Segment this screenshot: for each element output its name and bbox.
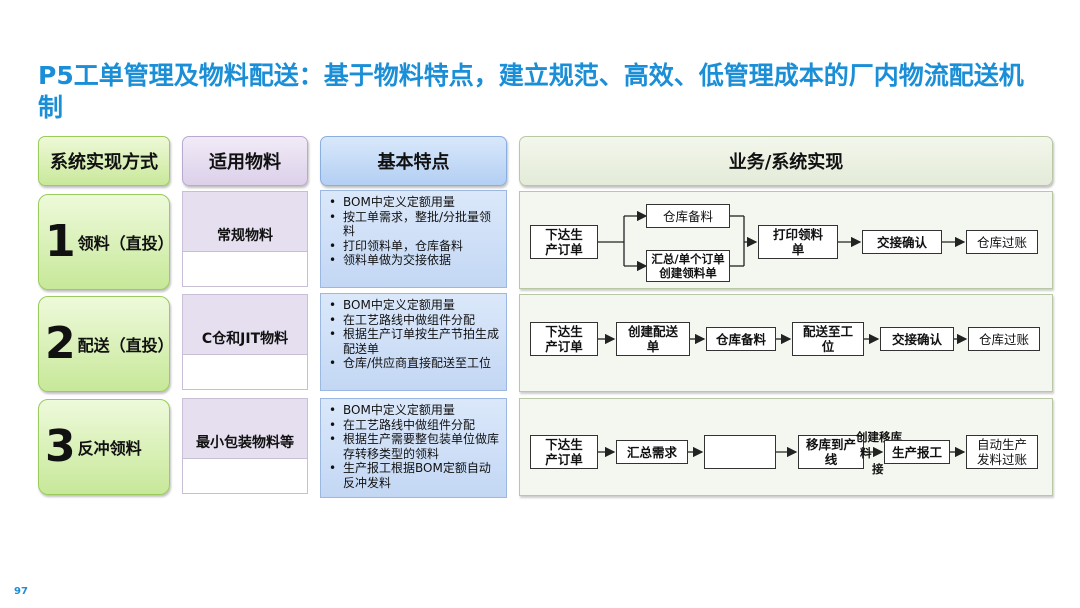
features-row-2: BOM中定义定额用量 在工艺路线中做组件分配 根据生产订单按生产节拍生成配送单 … [320, 293, 507, 391]
mode-row-2: 2 配送（直投） [38, 296, 174, 392]
flow-arrows [598, 446, 966, 458]
feature-item: 仓库/供应商直接配送至工位 [329, 356, 502, 371]
flow-step: 交接确认 [880, 327, 954, 351]
mode-row-1: 1 领料（直投） [38, 194, 174, 290]
flow-arrows [598, 333, 968, 345]
mode-label: 反冲领料 [77, 439, 142, 458]
header-features: 基本特点 [320, 136, 507, 186]
feature-item: BOM中定义定额用量 [329, 195, 502, 210]
flow-step: 仓库备料 [706, 327, 776, 351]
flow-step-blank [704, 435, 776, 469]
flow-step: 仓库备料 [646, 204, 730, 228]
flow-step: 配送至工位 [792, 322, 864, 356]
material-row-1: 常规物料 [182, 191, 308, 287]
flow-step: 移库到产线 [798, 435, 864, 469]
flow-step: 仓库过账 [966, 230, 1038, 254]
feature-item: 打印领料单，仓库备料 [329, 239, 502, 254]
flow-step: 汇总需求 [616, 440, 688, 464]
material-row-2: C仓和JIT物料 [182, 294, 308, 390]
header-business: 业务/系统实现 [519, 136, 1053, 186]
feature-item: BOM中定义定额用量 [329, 298, 502, 313]
row-number: 3 [45, 421, 76, 472]
flow-arrows [598, 210, 966, 272]
page-title: P5工单管理及物料配送：基于物料特点，建立规范、高效、低管理成本的厂内物流配送机… [38, 61, 1024, 122]
mode-row-3: 3 反冲领料 [38, 399, 170, 495]
feature-item: 在工艺路线中做组件分配 [329, 313, 502, 328]
feature-item: 领料单做为交接依据 [329, 253, 502, 268]
material-label: C仓和JIT物料 [183, 295, 307, 355]
feature-item: 根据生产订单按生产节拍生成配送单 [329, 327, 502, 356]
flow-step: 下达生产订单 [530, 435, 598, 469]
page-number: 97 [14, 586, 28, 597]
overlap-text: 料 [860, 446, 872, 460]
feature-item: 生产报工根据BOM定额自动反冲发料 [329, 461, 502, 490]
row-number: 2 [45, 318, 76, 369]
flow-step: 创建配送单 [616, 322, 690, 356]
feature-item: 根据生产需要整包装单位做库存转移类型的领料 [329, 432, 502, 461]
flow-step: 仓库过账 [968, 327, 1040, 351]
flow-row-3: 下达生产订单 汇总需求 移库到产线 创建移库 料 接 生产报工 自动生产发料过账 [519, 398, 1053, 496]
material-label: 最小包装物料等 [183, 399, 307, 459]
flow-step: 汇总/单个订单创建领料单 [646, 250, 730, 282]
flow-row-2: 下达生产订单 创建配送单 仓库备料 配送至工位 交接确认 仓库过账 [519, 294, 1053, 392]
overlap-text: 接 [872, 462, 884, 476]
features-row-3: BOM中定义定额用量 在工艺路线中做组件分配 根据生产需要整包装单位做库存转移类… [320, 398, 507, 498]
feature-item: BOM中定义定额用量 [329, 403, 502, 418]
flow-step: 自动生产发料过账 [966, 435, 1038, 469]
flow-step: 下达生产订单 [530, 322, 598, 356]
feature-item: 按工单需求，整批/分批量领料 [329, 210, 502, 239]
row-number: 1 [45, 216, 76, 267]
flow-step: 下达生产订单 [530, 225, 598, 259]
flow-step: 打印领料单 [758, 225, 838, 259]
features-row-1: BOM中定义定额用量 按工单需求，整批/分批量领料 打印领料单，仓库备料 领料单… [320, 190, 507, 288]
header-material: 适用物料 [182, 136, 308, 186]
header-mode: 系统实现方式 [38, 136, 170, 186]
flow-step: 交接确认 [862, 230, 942, 254]
mode-label: 领料（直投） [77, 234, 174, 253]
flow-row-1: 下达生产订单 仓库备料 汇总/单个订单创建领料单 打印领料单 交接确认 仓库过账 [519, 191, 1053, 289]
mode-label: 配送（直投） [77, 336, 174, 355]
material-label: 常规物料 [183, 192, 307, 252]
feature-item: 在工艺路线中做组件分配 [329, 418, 502, 433]
flow-step: 生产报工 [884, 440, 950, 464]
material-row-3: 最小包装物料等 [182, 398, 308, 494]
